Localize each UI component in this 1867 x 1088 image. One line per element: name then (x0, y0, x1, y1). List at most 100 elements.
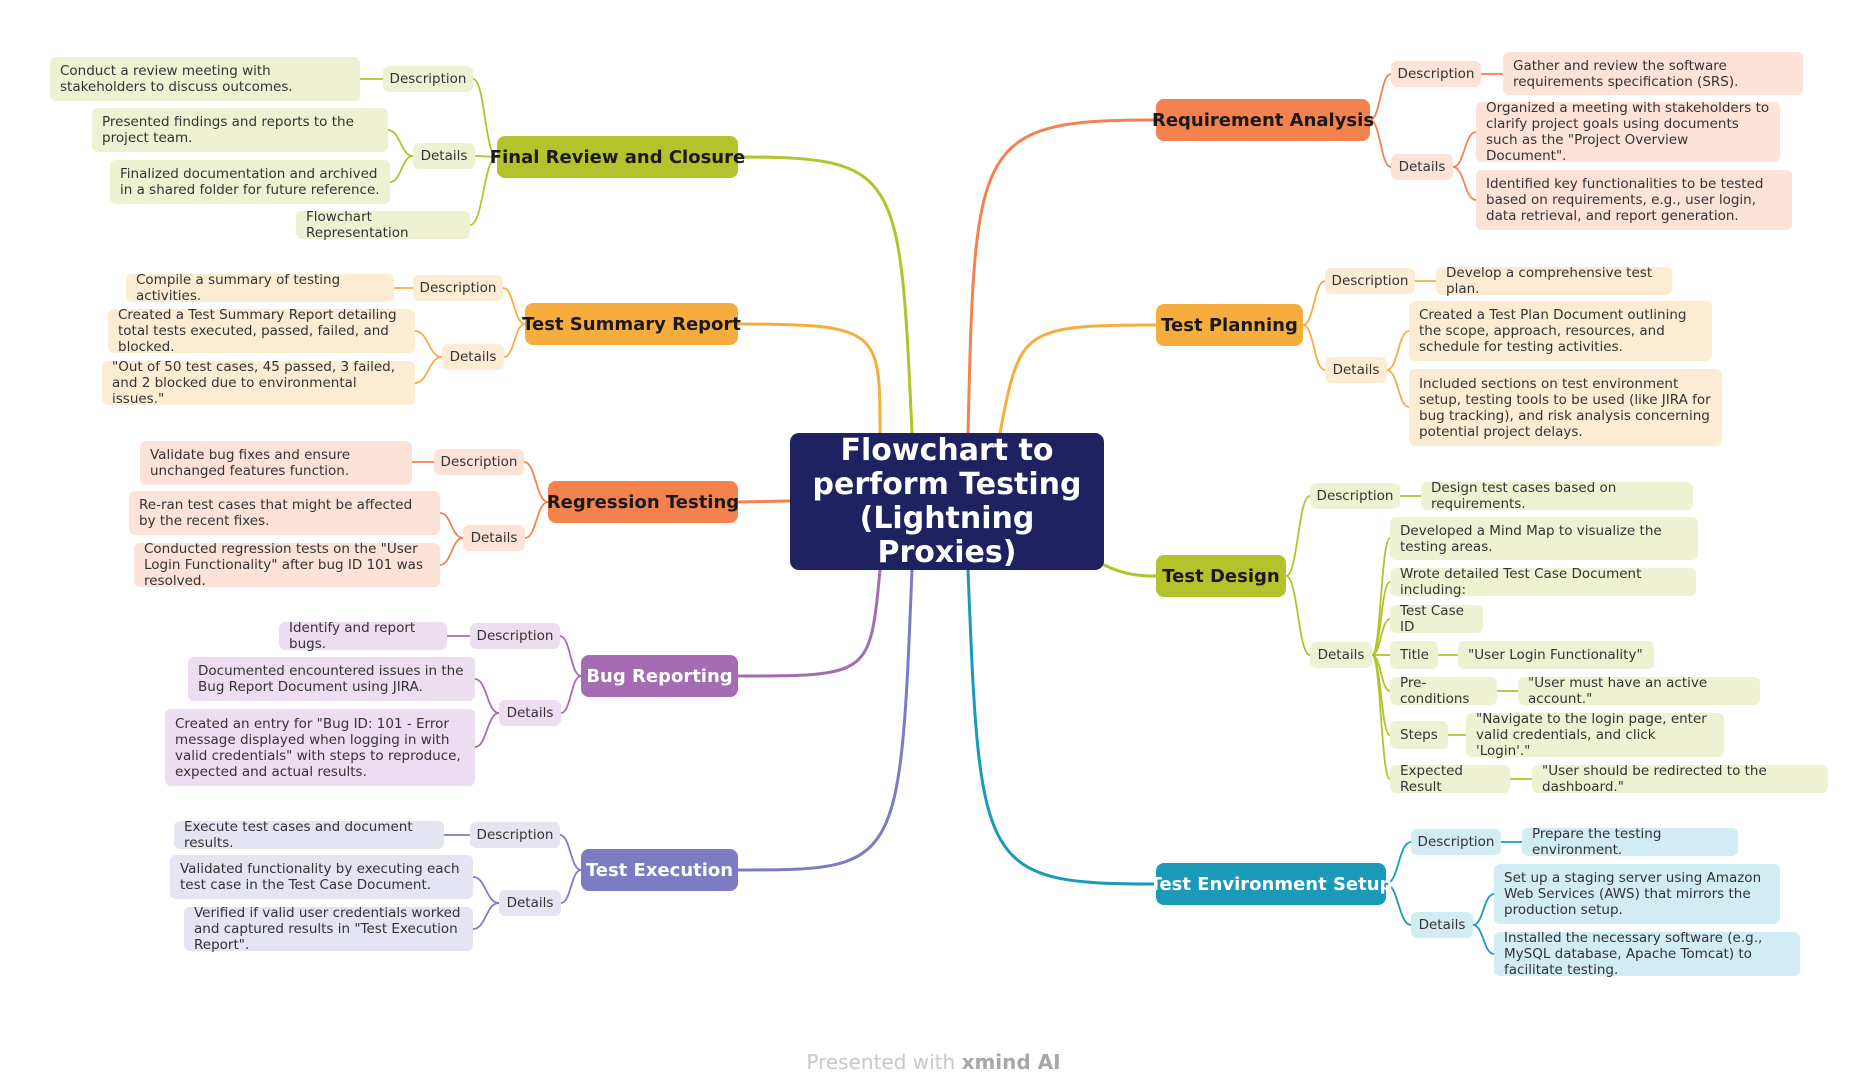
detail-text[interactable]: Organized a meeting with stakeholders to… (1476, 100, 1780, 164)
detail-value[interactable]: "User Login Functionality" (1458, 641, 1654, 669)
connector-line (472, 876, 500, 904)
detail-text[interactable]: Wrote detailed Test Case Document includ… (1390, 566, 1696, 598)
connector-line (472, 902, 500, 930)
connector-line (560, 869, 582, 904)
label-details[interactable]: Details (442, 344, 504, 370)
label-description[interactable]: Description (470, 623, 560, 649)
connector-line (1472, 924, 1495, 955)
connector-line (1302, 280, 1326, 326)
connector-line (387, 129, 414, 157)
detail-value[interactable]: "Navigate to the login page, enter valid… (1466, 711, 1724, 759)
label-description[interactable]: Description (413, 275, 503, 301)
connector-line (524, 501, 549, 539)
detail-text[interactable]: Steps (1390, 721, 1448, 749)
detail-text[interactable]: "Out of 50 test cases, 45 passed, 3 fail… (102, 359, 415, 407)
detail-text[interactable]: Included sections on test environment se… (1409, 369, 1722, 446)
label-details[interactable]: Details (499, 700, 561, 726)
central-topic[interactable]: Flowchart to perform Testing (Lightning … (790, 433, 1104, 570)
connector-line (1371, 654, 1391, 780)
label-details[interactable]: Details (1391, 154, 1453, 180)
detail-text[interactable]: Re-ran test cases that might be affected… (129, 491, 440, 535)
description-text[interactable]: Identify and report bugs. (279, 620, 447, 652)
branch-final-review-and-closure[interactable]: Final Review and Closure (490, 136, 745, 178)
label-details[interactable]: Details (463, 525, 525, 551)
connector-line (1386, 330, 1410, 371)
detail-text[interactable]: Set up a staging server using Amazon Web… (1494, 864, 1780, 924)
footer-prefix: Presented with (806, 1050, 956, 1074)
connector-line (523, 461, 549, 503)
connector-line (736, 155, 914, 435)
detail-text[interactable]: Pre-conditions (1390, 675, 1497, 707)
label-description[interactable]: Description (1411, 829, 1501, 855)
description-text[interactable]: Conduct a review meeting with stakeholde… (50, 57, 360, 101)
branch-test-design[interactable]: Test Design (1156, 555, 1286, 597)
description-text[interactable]: Validate bug fixes and ensure unchanged … (140, 441, 412, 485)
branch-test-summary-report[interactable]: Test Summary Report (522, 303, 741, 345)
detail-text[interactable]: Flowchart Representation (296, 209, 470, 241)
detail-text[interactable]: Presented findings and reports to the pr… (92, 108, 388, 152)
connector-line (560, 675, 582, 714)
detail-text[interactable]: Developed a Mind Map to visualize the te… (1390, 517, 1698, 560)
label-description[interactable]: Description (470, 822, 560, 848)
connector-line (502, 287, 526, 325)
description-text[interactable]: Develop a comprehensive test plan. (1436, 265, 1672, 297)
label-description[interactable]: Description (1325, 268, 1415, 294)
connector-line (1386, 369, 1410, 408)
description-text[interactable]: Compile a summary of testing activities. (126, 272, 394, 304)
branch-bug-reporting[interactable]: Bug Reporting (581, 655, 738, 697)
detail-text[interactable]: Verified if valid user credentials worke… (184, 905, 473, 953)
branch-regression-testing[interactable]: Regression Testing (547, 481, 739, 523)
connector-line (414, 330, 443, 358)
connector-line (736, 499, 792, 504)
detail-text[interactable]: Identified key functionalities to be tes… (1476, 170, 1792, 230)
branch-test-execution[interactable]: Test Execution (581, 849, 738, 891)
connector-line (1369, 73, 1392, 121)
connector-line (1102, 563, 1158, 578)
detail-text[interactable]: Documented encountered issues in the Bug… (188, 657, 475, 701)
connector-line (439, 512, 464, 539)
detail-text[interactable]: Created a Test Summary Report detailing … (108, 307, 415, 355)
connector-line (439, 537, 464, 566)
detail-text[interactable]: Validated functionality by executing eac… (170, 855, 473, 899)
label-details[interactable]: Details (1310, 642, 1372, 668)
connector-line (998, 323, 1158, 435)
connector-line (559, 635, 582, 677)
detail-text[interactable]: Test Case ID (1390, 603, 1483, 635)
detail-value[interactable]: "User must have an active account." (1518, 675, 1760, 707)
detail-text[interactable]: Title (1390, 641, 1438, 669)
description-text[interactable]: Gather and review the software requireme… (1503, 52, 1803, 95)
label-details[interactable]: Details (1411, 912, 1473, 938)
connector-line (1452, 131, 1477, 168)
detail-text[interactable]: Created a Test Plan Document outlining t… (1409, 301, 1712, 361)
branch-test-planning[interactable]: Test Planning (1156, 304, 1303, 346)
label-description[interactable]: Description (1391, 61, 1481, 87)
description-text[interactable]: Design test cases based on requirements. (1421, 480, 1693, 512)
connector-line (1302, 324, 1326, 371)
connector-line (966, 568, 1158, 886)
detail-text[interactable]: Conducted regression tests on the "User … (134, 541, 440, 589)
connector-line (472, 78, 498, 158)
connector-line (1385, 841, 1412, 885)
description-text[interactable]: Prepare the testing environment. (1522, 826, 1738, 858)
label-description[interactable]: Description (1310, 483, 1400, 509)
label-details[interactable]: Details (413, 143, 475, 169)
connector-line (559, 834, 582, 871)
connector-line (1371, 618, 1391, 656)
label-details[interactable]: Details (1325, 357, 1387, 383)
branch-requirement-analysis[interactable]: Requirement Analysis (1152, 99, 1374, 141)
detail-text[interactable]: Expected Result (1390, 763, 1510, 795)
detail-text[interactable]: Created an entry for "Bug ID: 101 - Erro… (165, 709, 475, 786)
label-description[interactable]: Description (434, 449, 524, 475)
detail-value[interactable]: "User should be redirected to the dashbo… (1532, 763, 1828, 795)
connector-line (474, 712, 500, 748)
label-description[interactable]: Description (383, 66, 473, 92)
detail-text[interactable]: Installed the necessary software (e.g., … (1494, 930, 1800, 978)
connector-line (503, 323, 526, 358)
branch-test-environment-setup[interactable]: Test Environment Setup (1150, 863, 1392, 905)
detail-text[interactable]: Finalized documentation and archived in … (110, 160, 390, 204)
label-details[interactable]: Details (499, 890, 561, 916)
connector-line (1285, 495, 1311, 577)
description-text[interactable]: Execute test cases and document results. (174, 819, 444, 851)
